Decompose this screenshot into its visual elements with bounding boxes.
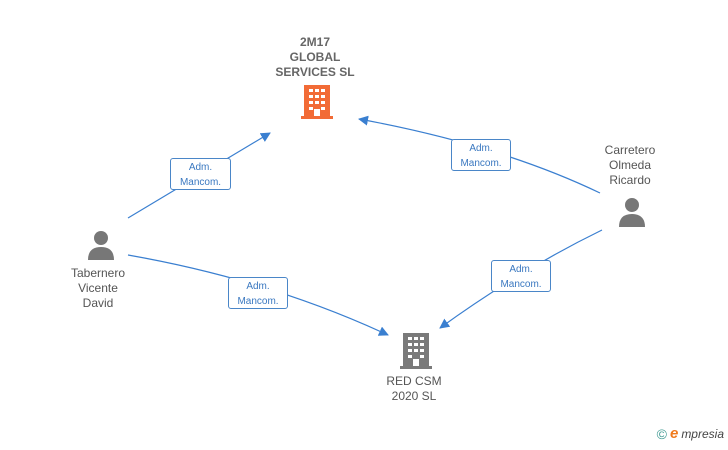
person-left-label[interactable]: Tabernero Vicente David [70, 266, 126, 310]
company-bottom-label[interactable]: RED CSM 2020 SL [386, 374, 442, 403]
building-icon[interactable] [301, 85, 333, 124]
brand-logo-initial: e [669, 425, 679, 442]
copyright-icon: © [656, 425, 667, 442]
company-top-label[interactable]: 2M17 GLOBAL SERVICES SL [275, 35, 355, 79]
edge-label-left-bottom[interactable]: Adm. Mancom. [228, 277, 288, 309]
person-right-label[interactable]: Carretero Olmeda Ricardo [604, 143, 656, 187]
person-icon[interactable] [617, 197, 647, 232]
building-icon[interactable] [400, 333, 432, 374]
edge-label-left-top[interactable]: Adm. Mancom. [170, 158, 231, 190]
edge-label-right-top[interactable]: Adm. Mancom. [451, 139, 511, 171]
brand-name: mpresia [681, 426, 724, 441]
person-icon[interactable] [86, 230, 116, 265]
edge-label-right-bottom[interactable]: Adm. Mancom. [491, 260, 551, 292]
